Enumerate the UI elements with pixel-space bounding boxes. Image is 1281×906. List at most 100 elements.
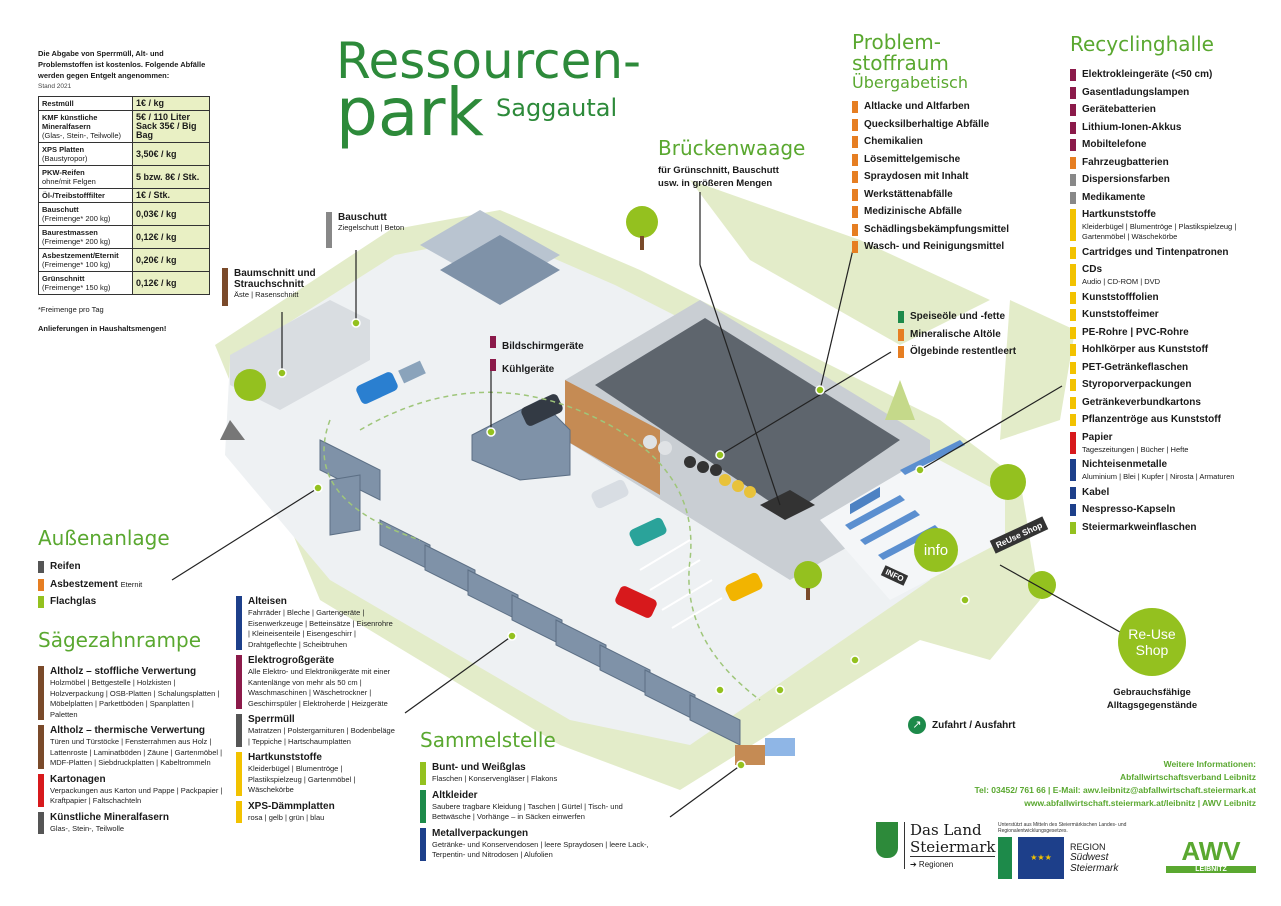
eu-text: Unterstützt aus Mitteln des Steiermärkis… bbox=[998, 822, 1127, 834]
item-name: Quecksilberhaltige Abfälle bbox=[864, 118, 990, 130]
item-name: Kartonagen bbox=[50, 773, 106, 785]
saegezahn-title: Sägezahnrampe bbox=[38, 628, 202, 652]
footer-line1: Abfallwirtschaftsverband Leibnitz bbox=[1119, 772, 1256, 782]
price-row: XPS Platten(Baustyropor)3,50€ / kg bbox=[38, 142, 210, 166]
drive-path bbox=[359, 391, 761, 701]
item-desc: rosa | gelb | grün | blau bbox=[248, 812, 325, 822]
saegezahn-block: Sägezahnrampe Altholz – stoffliche Verwe… bbox=[38, 628, 223, 839]
price-item-sub: ohne/mit Felgen bbox=[42, 177, 96, 186]
list-item: Wasch- und Reinigungsmittel bbox=[852, 240, 1052, 254]
problemstoff-title1: Problem- bbox=[852, 30, 941, 54]
recycling-hall-floor bbox=[820, 455, 1005, 600]
item-desc: Türen und Türstöcke | Fensterrahmen aus … bbox=[50, 737, 223, 767]
item-desc: Kleiderbügel | Blumentröge | Plastikspie… bbox=[1082, 222, 1237, 241]
color-bar bbox=[326, 212, 332, 248]
item-name: Alteisen bbox=[248, 596, 287, 607]
color-bar bbox=[38, 596, 44, 608]
item-name: Elektrokleingeräte (<50 cm) bbox=[1082, 69, 1213, 80]
list-item: Hartkunststoffe Kleiderbügel | Blumentrö… bbox=[1070, 208, 1260, 242]
color-bar bbox=[852, 101, 858, 113]
item-desc: Audio | CD-ROM | DVD bbox=[1082, 277, 1161, 286]
list-item: Nespresso-Kapseln bbox=[1070, 503, 1260, 517]
title-block: Ressourcen- bbox=[336, 36, 641, 86]
color-bar bbox=[1070, 104, 1076, 116]
item-name: Pflanzentröge aus Kunststoff bbox=[1082, 414, 1221, 425]
item-name: Hohlkörper aus Kunststoff bbox=[1082, 344, 1209, 355]
recycling-block: Recyclinghalle Elektrokleingeräte (<50 c… bbox=[1070, 32, 1260, 538]
hall-roof bbox=[595, 318, 900, 515]
collection-bins-blue bbox=[765, 738, 795, 756]
color-bar bbox=[852, 223, 858, 236]
item-desc: Matratzen | Polstergarnituren | Bodenbel… bbox=[248, 726, 395, 746]
item-name: Hartkunststoffe bbox=[248, 752, 322, 763]
zufahrt: ↗ Zufahrt / Ausfahrt bbox=[908, 716, 1016, 734]
color-bar bbox=[852, 136, 858, 148]
tree bbox=[1028, 571, 1056, 599]
color-bar bbox=[898, 346, 904, 358]
tree bbox=[234, 369, 266, 401]
map-markers bbox=[277, 318, 970, 770]
item-name: PET-Getränkeflaschen bbox=[1082, 361, 1189, 373]
item-name: Spraydosen mit Inhalt bbox=[864, 171, 969, 182]
color-bar bbox=[852, 153, 858, 166]
aussen-container bbox=[319, 439, 381, 501]
list-item: Flachglas bbox=[38, 595, 218, 609]
item-name: Dispersionsfarben bbox=[1082, 174, 1170, 185]
aussen-title: Außenanlage bbox=[38, 526, 170, 550]
price-value: 1€ / Stk. bbox=[132, 188, 210, 203]
list-item: PET-Getränkeflaschen bbox=[1070, 361, 1260, 375]
color-bar bbox=[852, 206, 858, 218]
color-bar bbox=[852, 118, 858, 131]
item-name: Künstliche Mineralfasern bbox=[50, 811, 169, 823]
title-line1: Ressourcen- bbox=[336, 32, 642, 90]
item-desc: Kleiderbügel | Blumentröge | Plastikspie… bbox=[248, 764, 356, 794]
container-row-1 bbox=[845, 495, 905, 530]
item-name: Bunt- und Weißglas bbox=[432, 762, 526, 773]
item-name: Altlacke und Altfarben bbox=[864, 101, 970, 112]
recycling-title: Recyclinghalle bbox=[1070, 32, 1214, 56]
item-name: Nespresso-Kapseln bbox=[1082, 504, 1176, 515]
item-name: Werkstättenabfälle bbox=[864, 188, 953, 200]
list-item: Ölgebinde restentleert bbox=[898, 345, 1058, 359]
item-desc: Alle Elektro- und Elektronikgeräte mit e… bbox=[248, 667, 391, 708]
item-name: Hartkunststoffe bbox=[1082, 209, 1156, 220]
item-desc: Holzmöbel | Bettgestelle | Holzkisten | … bbox=[50, 678, 220, 719]
item-name: Medikamente bbox=[1082, 191, 1146, 203]
price-row: Baurestmassen(Freimenge* 200 kg)0,12€ / … bbox=[38, 225, 210, 249]
color-bar bbox=[1070, 326, 1076, 339]
color-bar bbox=[1070, 309, 1076, 321]
color-bar bbox=[1070, 486, 1076, 499]
list-item: Schädlingsbekämpfungsmittel bbox=[852, 223, 1052, 237]
stand-text: Stand 2021 bbox=[38, 83, 72, 90]
color-bar bbox=[1070, 191, 1076, 204]
barrel bbox=[732, 480, 744, 492]
color-bar bbox=[1070, 291, 1076, 304]
marker-dot bbox=[815, 385, 825, 395]
barrel bbox=[697, 461, 709, 473]
list-item: Papier Tageszeitungen | Bücher | Hefte bbox=[1070, 431, 1260, 455]
color-bar bbox=[1070, 174, 1076, 186]
item-desc: Tageszeitungen | Bücher | Hefte bbox=[1082, 444, 1189, 454]
intro-text: Die Abgabe von Sperrmüll, Alt- und Probl… bbox=[38, 49, 206, 80]
list-item: Lösemittelgemische bbox=[852, 153, 1052, 167]
price-item-sub: (Baustyropor) bbox=[42, 154, 88, 163]
baumschnitt-desc: Äste | Rasenschnitt bbox=[234, 290, 299, 299]
marker-dot bbox=[351, 318, 361, 328]
footer-line3: www.abfallwirtschaft.steiermark.at/leibn… bbox=[1024, 798, 1256, 808]
item-name: Elektrogroßgeräte bbox=[248, 655, 335, 666]
item-desc: Fahrräder | Bleche | Gartengeräte | Eise… bbox=[248, 608, 393, 649]
land1: Das Land bbox=[910, 821, 982, 839]
item-name: Mineralische Altöle bbox=[910, 328, 1001, 340]
reuse-big1: Re-Use bbox=[1128, 626, 1176, 642]
item-name: Mobiltelefone bbox=[1082, 139, 1147, 150]
list-item: CDs Audio | CD-ROM | DVD bbox=[1070, 263, 1260, 287]
title-line3: Saggautal bbox=[496, 94, 618, 122]
color-bar bbox=[1070, 431, 1076, 454]
item-name: XPS-Dämmplatten bbox=[248, 800, 335, 812]
